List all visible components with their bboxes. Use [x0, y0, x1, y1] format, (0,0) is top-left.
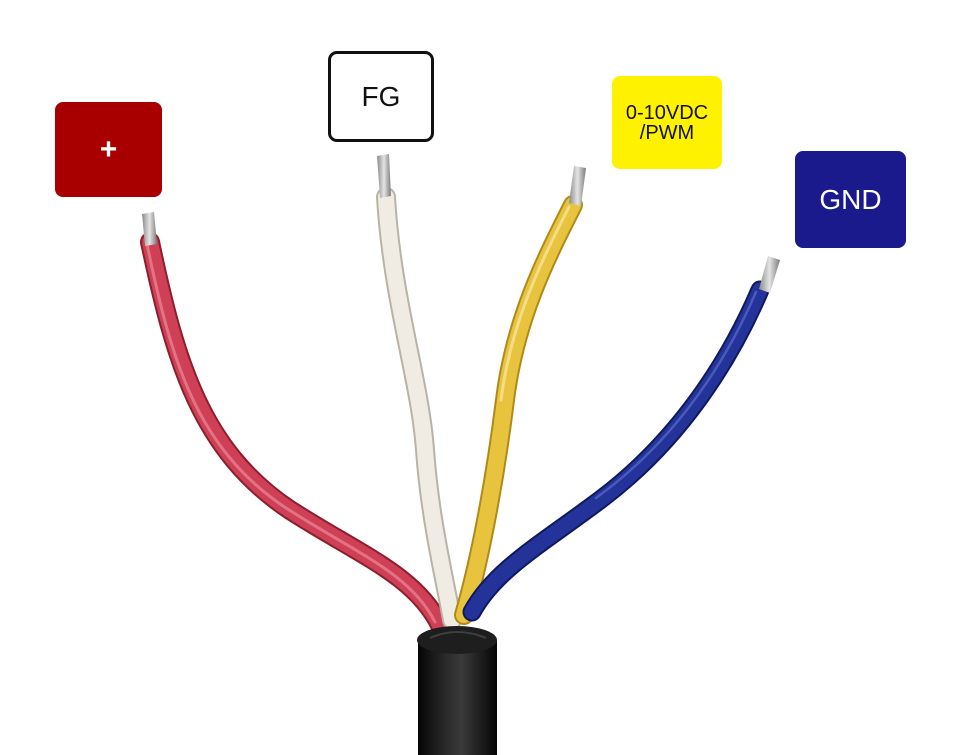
red-wire — [140, 212, 450, 635]
positive-label-text: + — [99, 132, 118, 166]
fg-label: FG — [328, 51, 434, 142]
pwm-label-line1: 0-10VDC — [625, 101, 709, 124]
positive-label: + — [55, 102, 162, 197]
red-wire-tip — [142, 212, 157, 246]
yellow-wire — [454, 166, 586, 625]
fg-label-text: FG — [361, 80, 401, 112]
yellow-wire-tip — [569, 166, 586, 206]
blue-wire-tip — [759, 256, 780, 293]
pwm-label-line2: /PWM — [639, 121, 695, 144]
blue-wire — [462, 256, 780, 622]
gnd-label-text: GND — [819, 183, 882, 215]
gnd-label: GND — [795, 151, 906, 248]
white-wire — [376, 154, 462, 630]
cable-jacket — [417, 626, 497, 755]
white-wire-tip — [377, 154, 391, 198]
pwm-label: 0-10VDC /PWM — [612, 76, 722, 169]
